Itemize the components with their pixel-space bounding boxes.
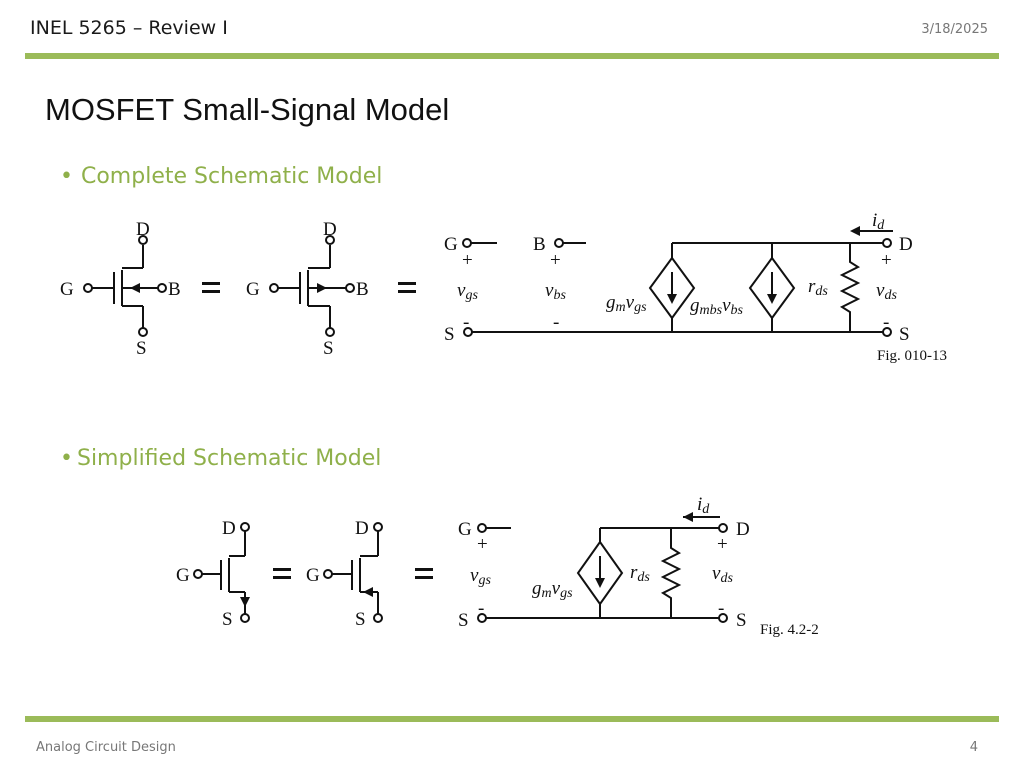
terminal-b: B xyxy=(356,279,369,300)
course-title: INEL 5265 – Review I xyxy=(30,17,228,39)
arrow-icon xyxy=(363,587,373,597)
terminal-s: S xyxy=(355,609,366,630)
terminal-d: D xyxy=(323,219,337,240)
circuit-drain-label: D xyxy=(899,234,913,255)
gm-vgs-label: gmvgs xyxy=(606,292,647,315)
arrow-icon xyxy=(130,283,140,293)
vbs-label: vbs xyxy=(545,280,566,303)
terminal-g: G xyxy=(246,279,260,300)
plus-sign: + xyxy=(462,250,473,271)
terminal-b: B xyxy=(168,279,181,300)
circuit-source-label: S xyxy=(444,324,455,345)
circuit-bulk-label: B xyxy=(533,234,546,255)
circuit-drain-label: D xyxy=(736,519,750,540)
header-divider xyxy=(25,53,999,59)
terminal-d: D xyxy=(355,518,369,539)
bullet-dot-icon: • xyxy=(60,446,73,471)
arrow-left-icon xyxy=(850,226,860,236)
plus-sign: + xyxy=(881,250,892,271)
minus-sign: - xyxy=(553,312,559,333)
slide-date: 3/18/2025 xyxy=(921,22,988,37)
footer-course-name: Analog Circuit Design xyxy=(36,740,176,755)
bullet-text: Simplified Schematic Model xyxy=(76,446,382,471)
figure-caption: Fig. 4.2-2 xyxy=(760,622,819,638)
arrow-down-icon xyxy=(667,294,677,304)
plus-sign: + xyxy=(550,250,561,271)
arrow-icon xyxy=(317,283,327,293)
circuit-source-label: S xyxy=(736,610,747,631)
plus-sign: + xyxy=(717,534,728,555)
plus-sign: + xyxy=(477,534,488,555)
vgs-label: vgs xyxy=(457,280,478,303)
figure-caption: Fig. 010-13 xyxy=(877,348,947,364)
bullet-complete-model: • Complete Schematic Model xyxy=(60,164,382,189)
terminal-d: D xyxy=(222,518,236,539)
terminal-g: G xyxy=(60,279,74,300)
id-label: id xyxy=(697,494,710,517)
rds-label: rds xyxy=(808,276,828,299)
circuit-gate-label: G xyxy=(444,234,458,255)
arrow-down-icon xyxy=(240,597,250,607)
terminal-g: G xyxy=(306,565,320,586)
arrow-down-icon xyxy=(767,294,777,304)
minus-sign: - xyxy=(883,312,889,333)
vds-label: vds xyxy=(712,563,733,586)
footer-divider xyxy=(25,716,999,722)
circuit-gate-label: G xyxy=(458,519,472,540)
terminal-s: S xyxy=(323,338,334,359)
terminal-s: S xyxy=(222,609,233,630)
arrow-left-icon xyxy=(683,512,693,522)
gm-vgs-label: gmvgs xyxy=(532,578,573,601)
rds-label: rds xyxy=(630,562,650,585)
terminal-g: G xyxy=(176,565,190,586)
circuit-source-label: S xyxy=(458,610,469,631)
arrow-down-icon xyxy=(595,578,605,588)
circuit-source-label: S xyxy=(899,324,910,345)
vgs-label: vgs xyxy=(470,565,491,588)
page-number: 4 xyxy=(969,740,978,755)
bullet-simplified-model: •Simplified Schematic Model xyxy=(60,446,381,471)
minus-sign: - xyxy=(718,598,724,619)
minus-sign: - xyxy=(478,598,484,619)
gmbs-vbs-label: gmbsvbs xyxy=(690,295,744,318)
bullet-text: Complete Schematic Model xyxy=(80,164,383,189)
minus-sign: - xyxy=(463,312,469,333)
terminal-d: D xyxy=(136,219,150,240)
terminal-s: S xyxy=(136,338,147,359)
bullet-dot-icon: • xyxy=(60,164,73,189)
id-label: id xyxy=(872,210,885,233)
vds-label: vds xyxy=(876,280,897,303)
slide-title: MOSFET Small-Signal Model xyxy=(45,92,450,127)
